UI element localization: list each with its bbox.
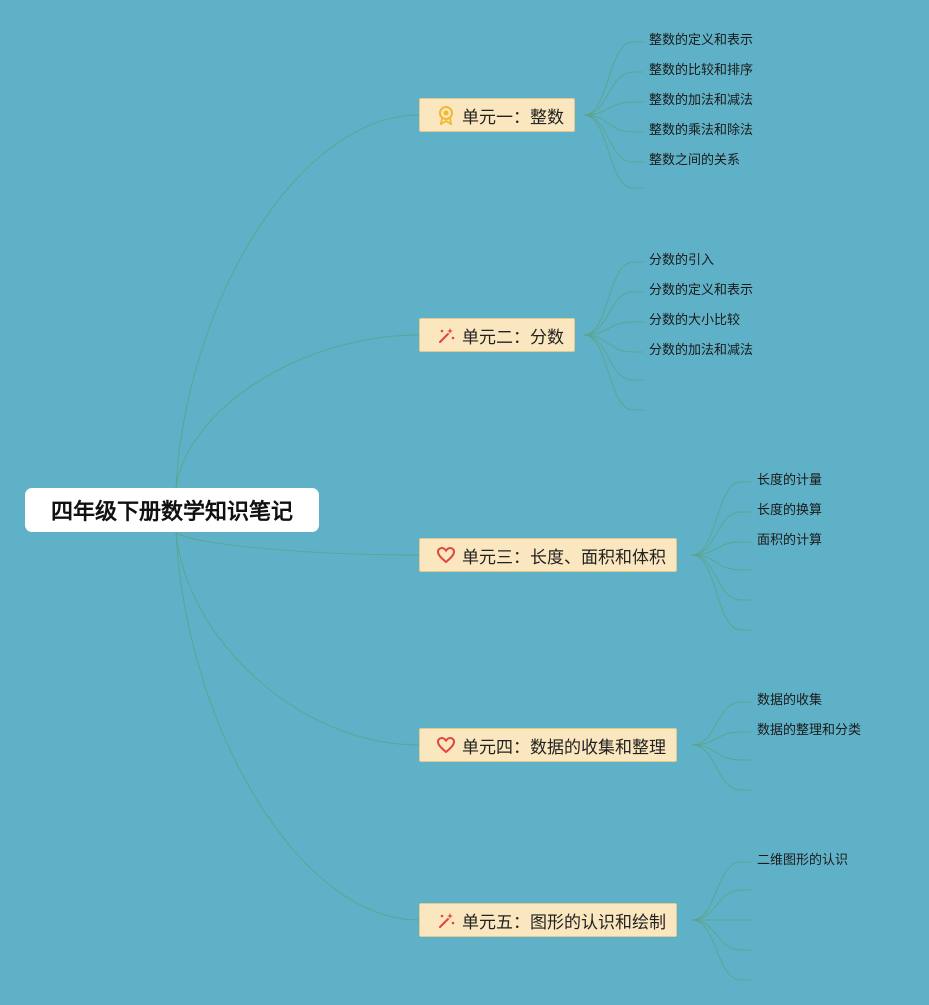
topic-item[interactable]: 分数的引入 [649, 253, 715, 268]
connector-path [583, 261, 634, 336]
connector-path [583, 321, 634, 336]
topic-item[interactable]: 整数之间的关系 [649, 153, 741, 168]
sparkle-wand-icon [436, 910, 456, 930]
topic-item[interactable]: 整数的定义和表示 [649, 33, 754, 48]
sparkle-wand-icon [436, 325, 456, 345]
root-title: 四年级下册数学知识笔记 [50, 500, 293, 525]
connector-path [583, 334, 634, 411]
connector-path [175, 531, 420, 746]
unit-label: 单元四：数据的收集和整理 [462, 737, 666, 758]
connector-path [583, 114, 634, 163]
unit-node-3[interactable]: 单元三：长度、面积和体积 [419, 538, 677, 572]
topic-item[interactable]: 二维图形的认识 [757, 853, 849, 868]
award-icon [436, 105, 456, 125]
connector-path [583, 114, 634, 189]
unit-node-5[interactable]: 单元五：图形的认识和绘制 [419, 903, 677, 937]
connector-path [175, 531, 420, 921]
heart-icon [436, 545, 456, 565]
connector-path [175, 114, 420, 489]
topic-item[interactable]: 数据的收集 [757, 693, 823, 708]
connector-path [691, 554, 742, 571]
connector-path [583, 71, 634, 116]
connector-path [691, 731, 742, 746]
topic-item[interactable]: 整数的加法和减法 [649, 93, 754, 108]
connector-path [583, 114, 634, 133]
connector-path [691, 861, 742, 921]
connector-path [691, 744, 742, 791]
topic-item[interactable]: 长度的换算 [757, 503, 823, 518]
topic-item[interactable]: 长度的计量 [757, 473, 823, 488]
topic-item[interactable]: 分数的大小比较 [649, 313, 741, 328]
connector-path [691, 511, 742, 556]
connector-path [691, 554, 742, 631]
unit-label: 单元一：整数 [462, 107, 564, 128]
connector-path [175, 531, 420, 556]
topic-item[interactable]: 分数的定义和表示 [649, 283, 754, 298]
topic-item[interactable]: 分数的加法和减法 [649, 343, 754, 358]
topic-item[interactable]: 整数的乘法和除法 [649, 123, 754, 138]
connector-path [691, 919, 742, 981]
unit-node-2[interactable]: 单元二：分数 [419, 318, 575, 352]
unit-node-1[interactable]: 单元一：整数 [419, 98, 575, 132]
topic-item[interactable]: 数据的整理和分类 [757, 723, 862, 738]
connector-path [691, 554, 742, 601]
connector-path [691, 481, 742, 556]
root-node[interactable]: 四年级下册数学知识笔记 [25, 488, 319, 532]
connector-path [583, 291, 634, 336]
connector-path [583, 334, 634, 381]
connector-path [691, 889, 742, 921]
heart-icon [436, 735, 456, 755]
connector-path [583, 101, 634, 116]
connector-path [691, 744, 742, 761]
connector-path [583, 334, 634, 353]
topic-item[interactable]: 整数的比较和排序 [649, 63, 754, 78]
unit-label: 单元五：图形的认识和绘制 [462, 912, 666, 933]
connector-path [691, 701, 742, 746]
topic-item[interactable]: 面积的计算 [757, 533, 823, 548]
unit-label: 单元二：分数 [462, 327, 564, 348]
unit-label: 单元三：长度、面积和体积 [462, 547, 666, 568]
unit-node-4[interactable]: 单元四：数据的收集和整理 [419, 728, 677, 762]
connector-path [175, 334, 420, 489]
connector-path [583, 41, 634, 116]
connector-path [691, 919, 742, 951]
connector-path [691, 541, 742, 556]
